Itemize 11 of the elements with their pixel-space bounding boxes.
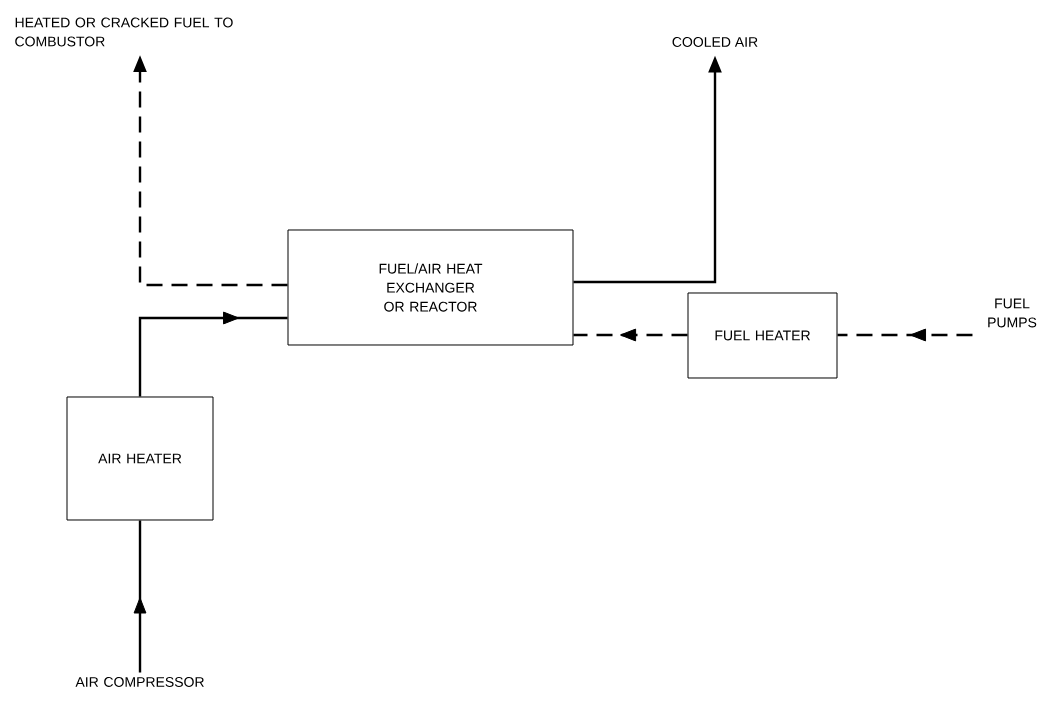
arrow (573, 328, 688, 342)
arrow (837, 328, 973, 342)
arrow (138, 311, 288, 397)
process-box: FUEL/AIR HEAT EXCHANGER OR REACTOR (287, 229, 574, 346)
flow-label: AIR COMPRESSOR (75, 677, 204, 687)
process-box: FUEL HEATER (687, 292, 838, 379)
flow-label: COOLED AIR (672, 37, 758, 47)
arrow (133, 520, 147, 673)
flow-label: HEATED OR CRACKED FUEL TO COMBUSTOR (15, 17, 233, 47)
flow-label: FUEL PUMPS (988, 298, 1037, 328)
process-box: AIR HEATER (66, 396, 214, 521)
